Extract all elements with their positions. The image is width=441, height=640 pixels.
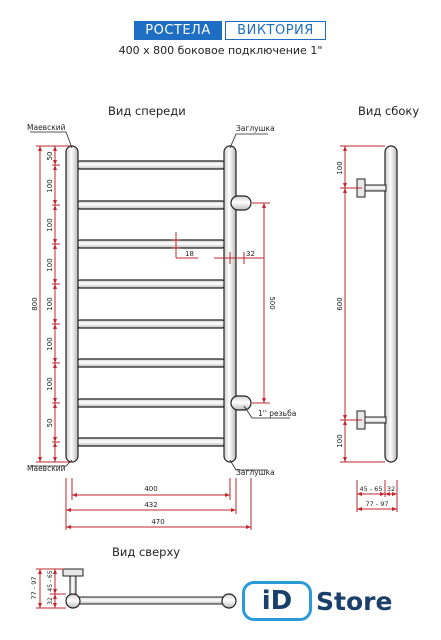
side-top-label: 100: [336, 161, 344, 174]
top-left-pipe: [65, 593, 81, 609]
logo-id-text: iD: [261, 586, 293, 616]
mayevsky-bottom-label: Маевский: [27, 464, 66, 473]
top-wall-bracket: [62, 568, 84, 577]
offset-label: 32: [246, 250, 255, 258]
rung-4: [75, 279, 227, 289]
width-470-label: 470: [151, 518, 164, 526]
rung-3: [75, 239, 227, 249]
side-view-title: Вид сбоку: [358, 104, 420, 118]
top-view: 77 - 97 32 45 - 65: [30, 568, 237, 609]
front-view: Маевский Маевский Заглушка Заглушка 1'' …: [27, 123, 296, 530]
seg-label-1: 50: [46, 152, 54, 161]
seg-label-2: 100: [46, 179, 54, 192]
top-view-title: Вид сверху: [112, 545, 181, 559]
rung-2: [75, 200, 227, 210]
brand-label: РОСТЕЛА: [134, 21, 222, 40]
idstore-logo: iD Store: [242, 579, 392, 623]
plug-top-label: Заглушка: [236, 124, 275, 133]
seg-label-8: 50: [46, 419, 54, 428]
rung-8: [75, 437, 227, 447]
top-a-label: 32: [47, 597, 54, 605]
rung-7: [75, 398, 227, 408]
mayevsky-top-label: Маевский: [27, 123, 66, 132]
rung-thickness-label: 18: [185, 250, 194, 258]
side-depth-b-label: 32: [387, 485, 395, 493]
seg-label-6: 100: [46, 337, 54, 350]
rung-6: [75, 358, 227, 368]
left-dimension-chain: [36, 145, 70, 463]
model-label: ВИКТОРИЯ: [225, 21, 326, 40]
seg-label-3: 100: [46, 218, 54, 231]
top-b-label: 45 - 65: [47, 570, 54, 591]
rung-5: [75, 319, 227, 329]
rung-1: [75, 160, 227, 170]
seg-label-7: 100: [46, 377, 54, 390]
width-432-label: 432: [144, 501, 157, 509]
side-middle-label: 600: [336, 297, 344, 310]
side-pipe: [384, 145, 398, 463]
left-pipe: [65, 145, 79, 463]
front-view-title: Вид спереди: [108, 104, 186, 118]
width-400-label: 400: [144, 485, 157, 493]
right-pipe: [223, 145, 237, 463]
side-view: 100 600 100 45 - 65 32 77 - 97: [336, 145, 398, 512]
seg-label-5: 100: [46, 297, 54, 310]
product-subtitle: 400 х 800 боковое подключение 1": [118, 44, 323, 57]
top-total-label: 77 - 97: [30, 576, 38, 599]
logo-store-text: Store: [316, 586, 393, 616]
side-bottom-label: 100: [336, 434, 344, 447]
rungs: [75, 160, 227, 447]
thread-label: 1'' резьба: [258, 409, 296, 418]
side-depth-total-label: 77 - 97: [365, 500, 388, 508]
logo-id-box: iD: [242, 581, 312, 621]
top-bar: [69, 596, 229, 605]
side-depth-a-label: 45 - 65: [359, 485, 382, 493]
top-connection: [230, 195, 252, 211]
plug-bottom-label: Заглушка: [236, 468, 275, 477]
total-height-label: 800: [31, 297, 39, 310]
top-right-pipe: [221, 593, 237, 609]
bottom-connection: [230, 395, 252, 411]
seg-label-4: 100: [46, 258, 54, 271]
center-distance-label: 500: [268, 296, 276, 309]
